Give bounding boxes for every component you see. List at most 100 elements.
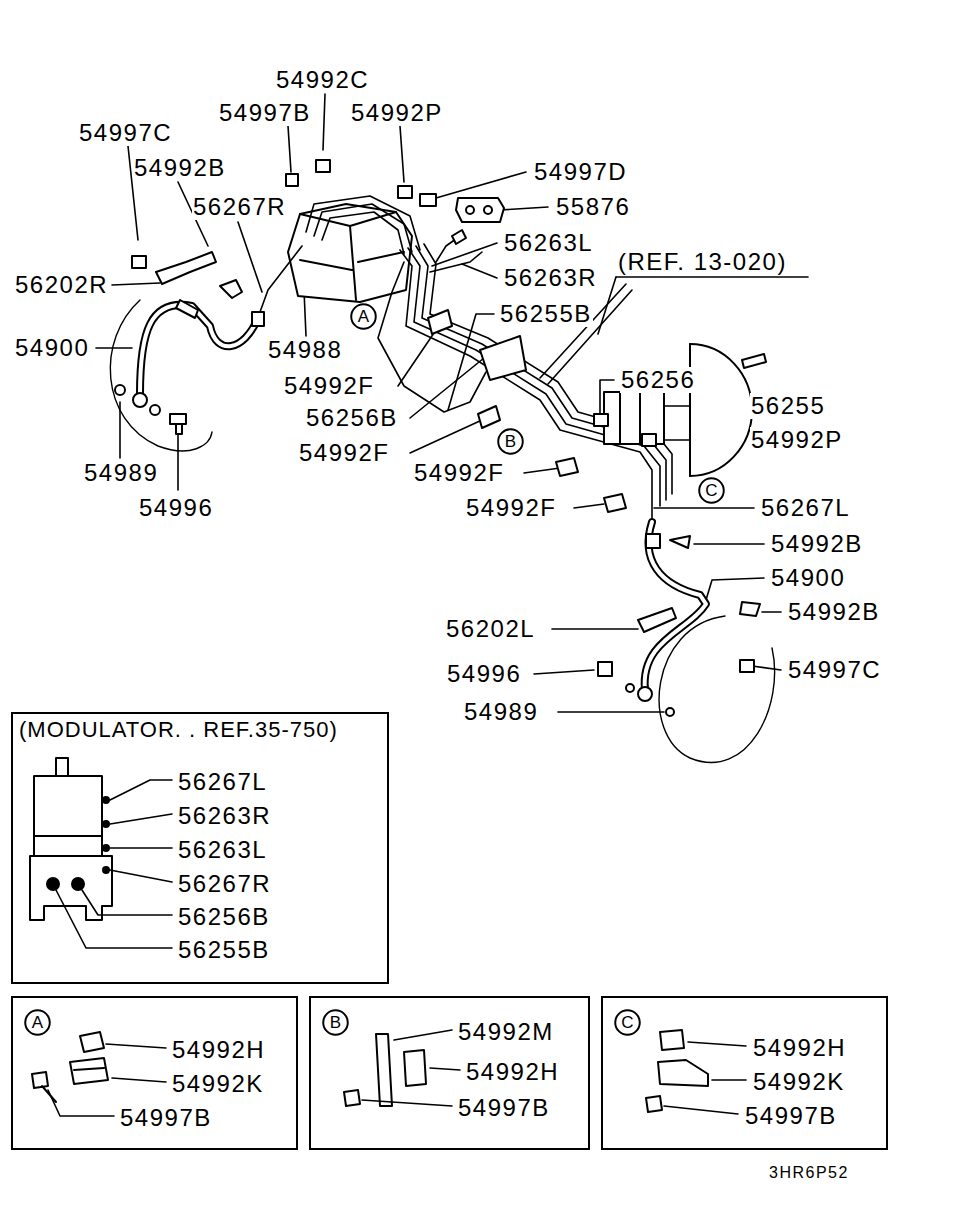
pipe-clip [556, 458, 578, 476]
part-number: 56202R [14, 272, 109, 298]
part-number: 56267R [178, 871, 271, 897]
leader-line [56, 890, 172, 948]
modulator-unit [286, 160, 412, 198]
modulator-unit [300, 212, 404, 300]
leader-line [238, 222, 262, 292]
part-number: 54989 [83, 460, 159, 486]
leader-line [96, 94, 808, 712]
part-number: (REF. 13-020) [617, 249, 788, 275]
modulator-detail [34, 836, 102, 856]
clip-detail [660, 1030, 684, 1050]
fitting [133, 393, 147, 407]
fitting [115, 252, 760, 716]
modulator-detail [103, 845, 109, 851]
pipe-clip [428, 310, 452, 334]
part-number: 56263L [503, 230, 594, 256]
brake-pipe [260, 196, 672, 518]
part-number: 56256 [620, 367, 696, 393]
clip-detail [376, 1034, 392, 1106]
leader-line [430, 1068, 460, 1070]
leader-line [552, 628, 638, 630]
part-number: 54992P [350, 100, 444, 126]
part-number: 54997B [218, 100, 312, 126]
modulator-unit [286, 160, 412, 302]
part-number: 54996 [138, 495, 214, 521]
leader-line [106, 1044, 166, 1048]
brake-booster [620, 392, 640, 444]
fitting [170, 414, 186, 434]
part-number: 56267L [760, 495, 851, 521]
fitting [150, 405, 160, 415]
part-number: 54992K [172, 1071, 264, 1097]
fitting [220, 280, 242, 298]
callout-letter: B [497, 428, 524, 455]
clip-detail [404, 1050, 426, 1086]
leader-line [110, 870, 172, 882]
leader-line [48, 1030, 746, 1116]
leader-line [694, 543, 764, 545]
brake-pipe [378, 262, 486, 412]
part-number: 54996 [446, 661, 522, 687]
fitting [176, 300, 198, 318]
leader-line [288, 126, 291, 172]
fitting [638, 608, 676, 632]
part-number: 54992B [133, 155, 227, 181]
part-number: 54997B [458, 1095, 550, 1121]
brake-booster [742, 354, 766, 368]
leader-line [654, 507, 754, 509]
modulator-detail [30, 758, 112, 920]
part-number: 56255B [499, 301, 593, 327]
proportioning-valve [466, 206, 474, 214]
brake-pipe [322, 212, 404, 254]
pipe-clip [604, 494, 626, 512]
callout-circle: B [322, 1009, 349, 1036]
part-number: 54989 [463, 699, 539, 725]
leader-line [688, 1042, 746, 1046]
wheel-outline [659, 616, 775, 763]
modulator-detail [47, 878, 59, 890]
part-number: 56267L [178, 769, 267, 795]
brake-hose [140, 305, 258, 394]
part-number: 54997B [120, 1105, 212, 1131]
fitting [156, 252, 216, 284]
brake-booster [689, 344, 691, 476]
clip-detail [646, 1096, 662, 1112]
brake-hose [140, 305, 706, 690]
part-number: 54992F [465, 495, 557, 521]
leader-line [712, 1079, 746, 1081]
leader-line [82, 890, 172, 915]
reference-panel: (MODULATOR. . REF.35-750)56267L56263R562… [11, 712, 389, 984]
leader-line [616, 276, 808, 278]
leader-line [110, 847, 172, 849]
part-number: 56256B [305, 405, 399, 431]
fitting [646, 534, 660, 548]
part-number: 54992F [283, 373, 375, 399]
brake-pipe [260, 246, 302, 312]
part-number: 54992H [172, 1037, 265, 1063]
fitting [132, 256, 146, 268]
leader-line [112, 283, 160, 285]
brake-booster [594, 344, 766, 476]
leader-line [762, 611, 781, 613]
fitting [598, 662, 612, 676]
fitting [740, 660, 754, 672]
leader-line [436, 172, 526, 198]
proportioning-valve [420, 194, 504, 244]
proportioning-valve [456, 198, 504, 222]
part-number: 54992M [458, 1019, 554, 1045]
part-number: 54992F [298, 440, 390, 466]
part-number: 54992B [770, 531, 864, 557]
panel-heading: (MODULATOR. . REF.35-750) [19, 717, 338, 743]
pipe-clip [478, 406, 500, 428]
part-number: 54992P [750, 427, 844, 453]
brake-booster [642, 434, 656, 446]
part-number: 54992B [787, 599, 881, 625]
clip-detail [70, 1058, 108, 1084]
clip-detail [344, 1090, 360, 1106]
brake-pipe [430, 252, 482, 272]
leader-line [410, 420, 482, 453]
leader-line [400, 126, 404, 182]
leader-line [394, 1030, 452, 1040]
drawing-code: 3HR6P52 [768, 1164, 850, 1182]
fitting [115, 385, 125, 395]
